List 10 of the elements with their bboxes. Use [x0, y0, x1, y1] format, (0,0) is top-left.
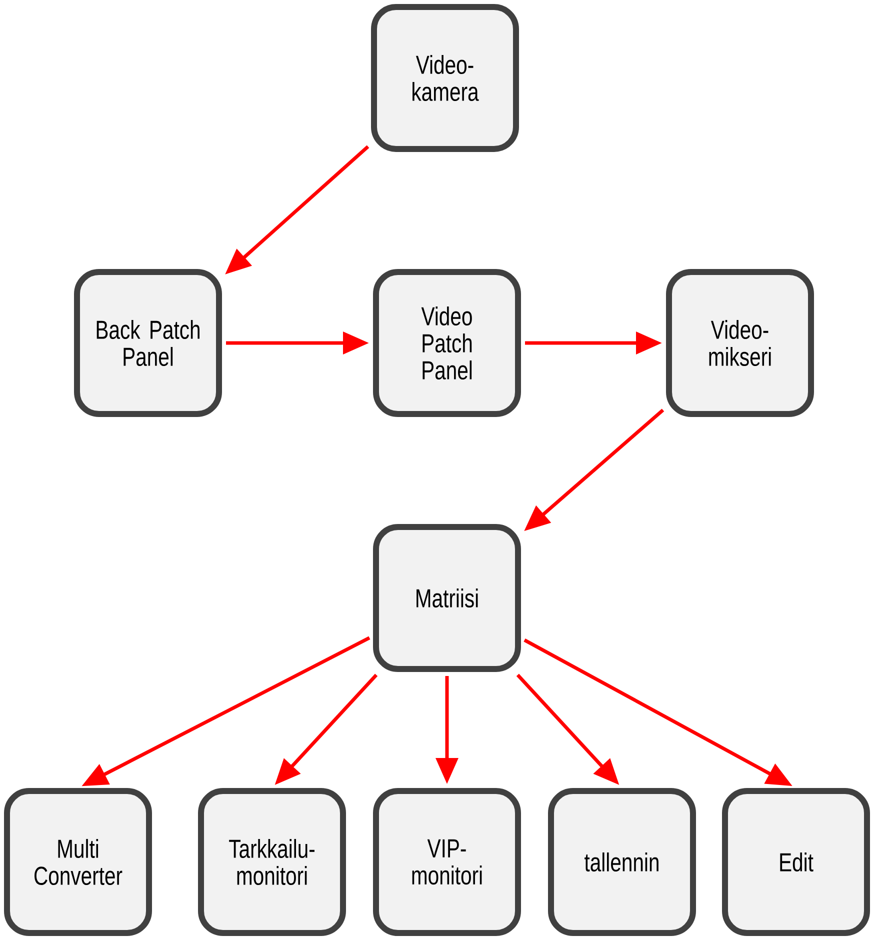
device-box: Multi Converter	[4, 788, 152, 936]
device-box: tallennin	[548, 788, 696, 936]
device-box: Video- kamera	[371, 4, 519, 152]
device-box: Video- mikseri	[666, 269, 814, 417]
device-box: Tarkkailu- monitori	[198, 788, 346, 936]
device-box: VIP- monitori	[373, 788, 521, 936]
device-box: Edit	[722, 788, 870, 936]
device-box: Video Patch Panel	[373, 269, 521, 417]
device-box: Back Patch Panel	[74, 269, 222, 417]
device-box: Matriisi	[373, 524, 521, 672]
